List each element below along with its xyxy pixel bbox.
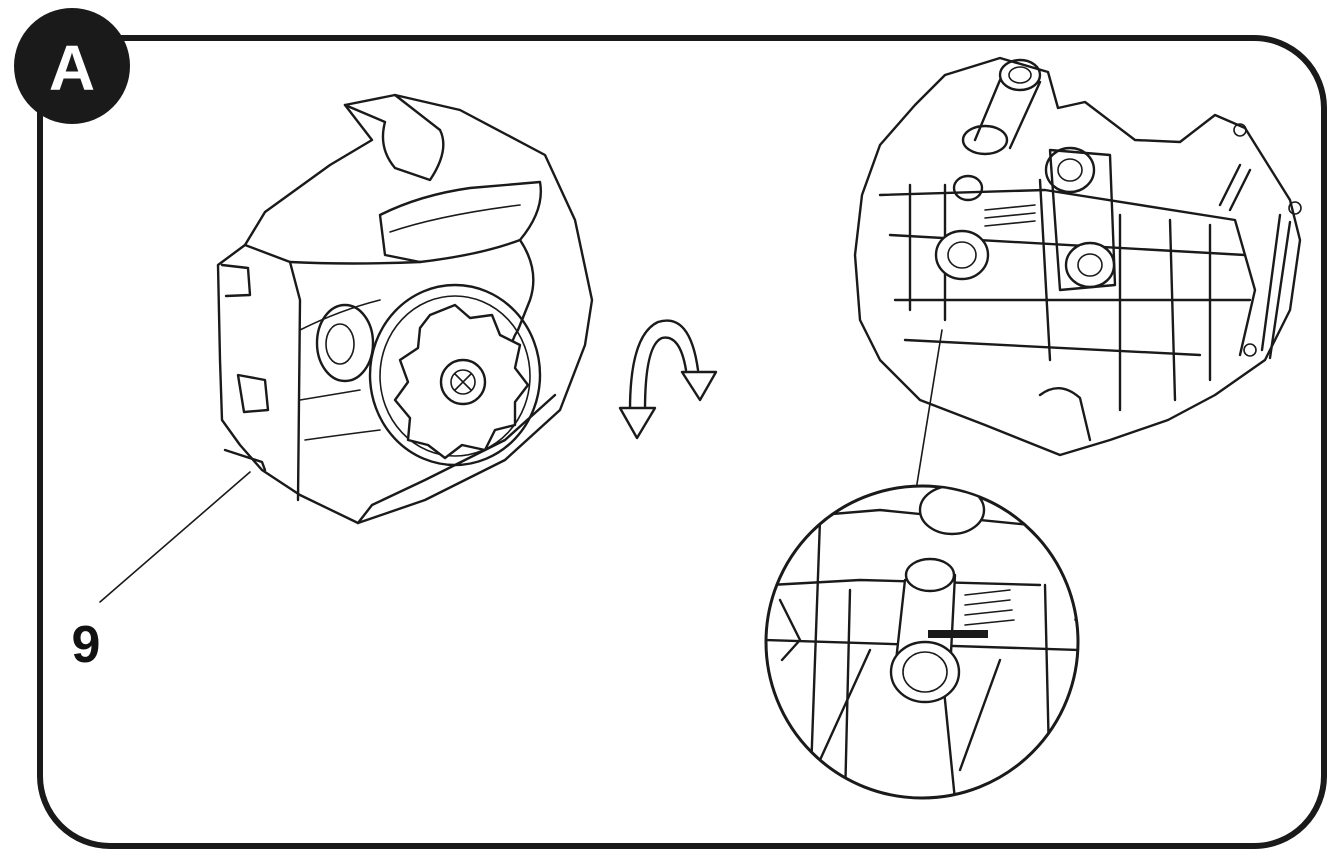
panel-label: A bbox=[49, 32, 95, 104]
rotate-flip-arrow-icon bbox=[618, 319, 718, 440]
panel-badge: A bbox=[14, 8, 130, 124]
motor-head-rear-view bbox=[853, 56, 1302, 457]
motor-head-front-view bbox=[216, 93, 594, 525]
detail-leader-line bbox=[915, 329, 943, 491]
panel-frame bbox=[37, 35, 1327, 849]
callout-number: 9 bbox=[72, 616, 101, 674]
callout-9: 9 bbox=[72, 471, 251, 674]
magnified-detail bbox=[764, 484, 1080, 800]
